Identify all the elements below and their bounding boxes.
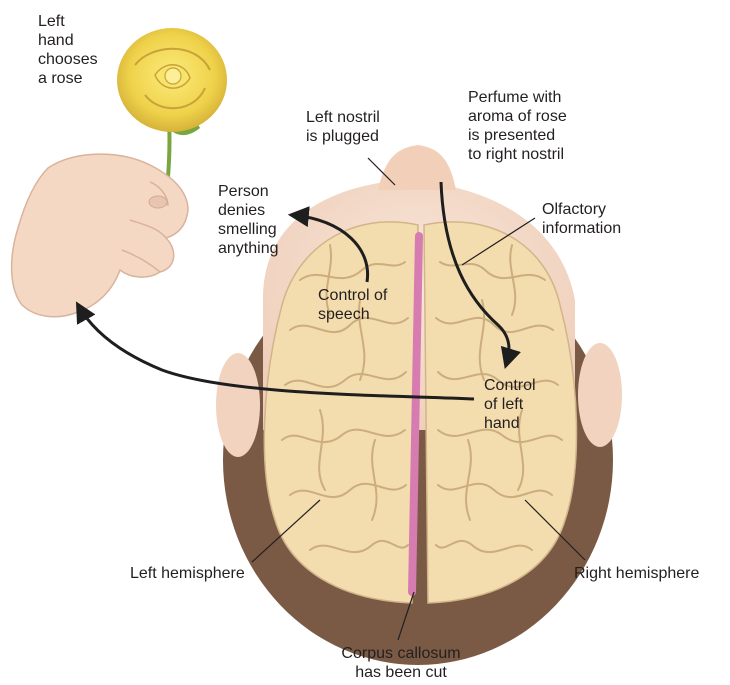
label-right-hemisphere: Right hemisphere — [574, 564, 699, 583]
label-control-left-hand: Control of left hand — [484, 376, 536, 433]
hand — [12, 154, 188, 317]
nose — [378, 145, 456, 190]
label-left-hand-chooses: Left hand chooses a rose — [38, 12, 98, 88]
label-control-speech: Control of speech — [318, 286, 387, 324]
label-corpus-callosum: Corpus callosum has been cut — [326, 644, 476, 682]
label-perfume: Perfume with aroma of rose is presented … — [468, 88, 567, 164]
right-ear — [578, 343, 622, 447]
label-person-denies: Person denies smelling anything — [218, 182, 279, 258]
label-left-nostril: Left nostril is plugged — [306, 108, 380, 146]
label-left-hemisphere: Left hemisphere — [130, 564, 245, 583]
thumbnail — [149, 196, 167, 208]
rose-flower — [117, 28, 227, 132]
label-olfactory: Olfactory information — [542, 200, 621, 238]
left-ear — [216, 353, 260, 457]
